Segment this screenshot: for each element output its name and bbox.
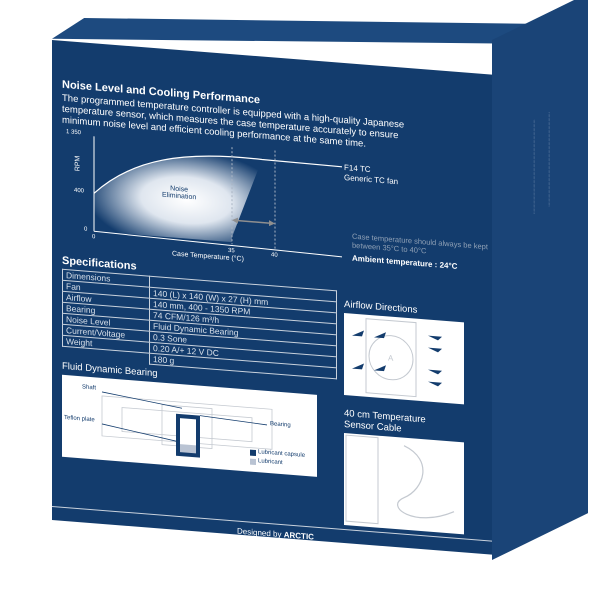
shaft-label: Shaft — [82, 384, 97, 392]
bearing-diagram-panel: Shaft Bearing Teflon plate Lubricant cap… — [62, 374, 317, 477]
side-fine-print: ········································… — [547, 110, 552, 208]
x-tick-35: 35 — [228, 247, 235, 255]
x-tick-0: 0 — [92, 234, 96, 241]
box-back-panel: Noise Level and Cooling Performance The … — [52, 40, 492, 555]
airflow-diagram-panel: A — [344, 312, 464, 405]
side-fine-print: ········································… — [532, 118, 537, 216]
airflow-diagram: A — [352, 318, 442, 398]
svg-text:A: A — [388, 353, 394, 362]
sensor-cable-diagram — [345, 434, 455, 525]
sensor-section-title: 40 cm Temperature Sensor Cable — [344, 407, 426, 435]
noise-chart-graphic — [93, 136, 343, 258]
designed-by-credit: Designed by ARCTIC — [237, 526, 314, 542]
x-tick-40: 40 — [271, 252, 278, 259]
y-tick-0: 0 — [84, 226, 88, 233]
legend-generic-fan: Generic TC fan — [344, 172, 399, 187]
sensor-cable-panel — [344, 432, 464, 535]
box-front-face: Noise Level and Cooling Performance The … — [52, 40, 492, 605]
y-axis-label: RPM — [74, 155, 82, 172]
y-tick-400: 400 — [74, 187, 85, 195]
airflow-arrow-icon — [352, 330, 442, 387]
noise-chart: 1 350 400 0 RPM 0 35 40 Case Temperature… — [66, 129, 343, 263]
bearing-diagram — [101, 391, 273, 466]
y-tick-1350: 1 350 — [66, 129, 82, 137]
noise-elimination-label: Noise Elimination — [162, 185, 197, 202]
box-side-panel: ········································… — [492, 0, 588, 560]
